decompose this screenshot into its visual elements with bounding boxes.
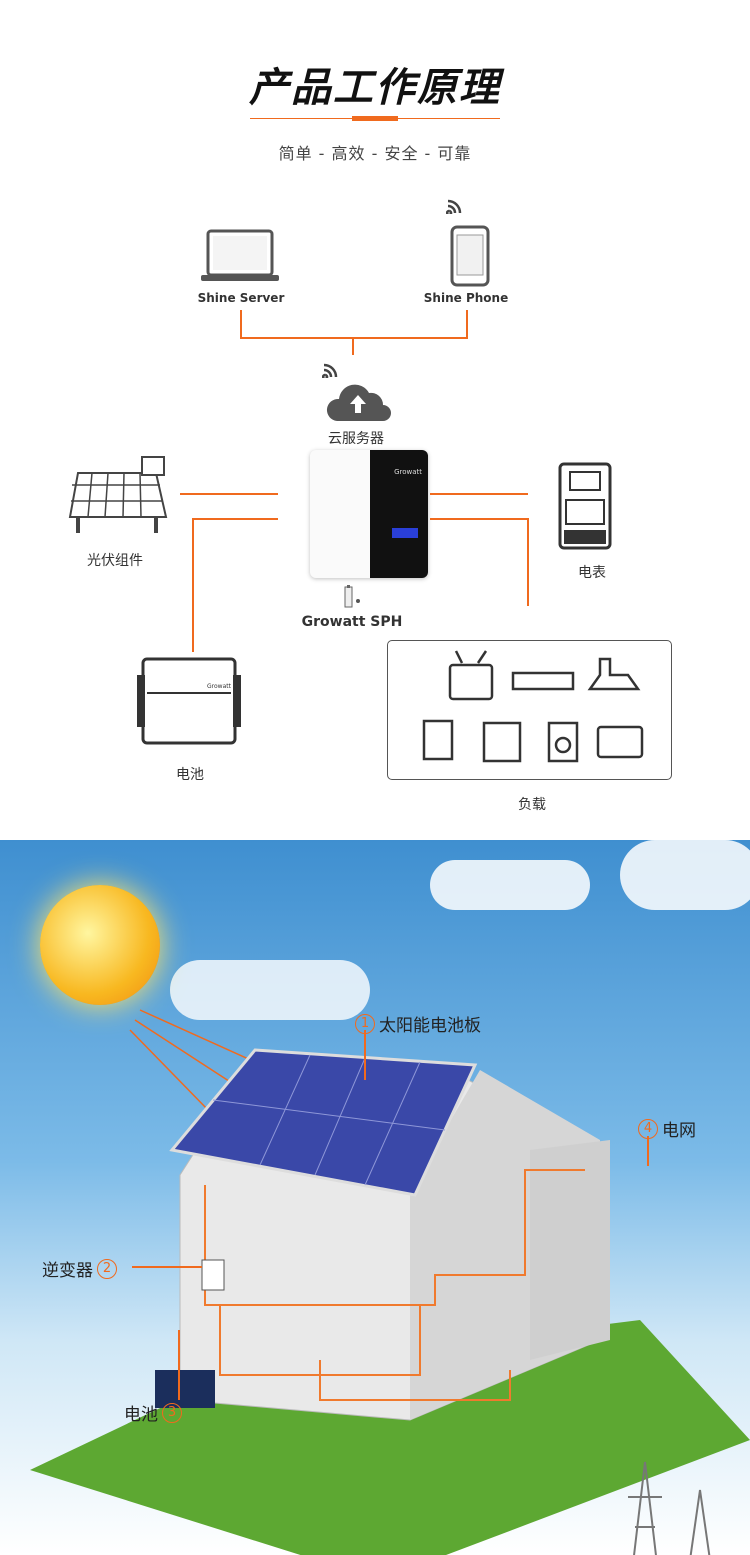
connector-line [192, 518, 194, 652]
page-subtitle: 简单 - 高效 - 安全 - 可靠 [278, 144, 472, 163]
shine-phone-label: Shine Phone [423, 291, 509, 305]
load-box [387, 640, 672, 780]
callout-line [647, 1136, 649, 1166]
title-divider-accent [352, 116, 398, 121]
wifi-icon [322, 363, 338, 378]
appliance-icons [422, 650, 644, 763]
connector-line [527, 518, 529, 606]
connector-line [430, 493, 528, 495]
battery-in-scene [155, 1370, 215, 1408]
connector-line [180, 493, 278, 495]
wifi-dongle-icon [344, 585, 360, 608]
inverter-label: Growatt SPH [301, 614, 403, 630]
battery-label: 电池 [176, 767, 204, 783]
page-title: 产品工作原理 [249, 65, 501, 111]
laptop-icon [201, 229, 279, 281]
callout-label: 逆变器 [42, 1261, 93, 1281]
pv-label: 光伏组件 [87, 553, 143, 569]
connector-line [430, 518, 528, 520]
callout-line [178, 1330, 180, 1400]
svg-text:Growatt: Growatt [207, 683, 232, 690]
cloud-upload-icon [326, 384, 391, 421]
connector-line [352, 337, 354, 355]
wifi-icon [446, 199, 462, 214]
load-label: 负载 [518, 797, 546, 813]
shine-server-label: Shine Server [197, 291, 285, 305]
inverter-brand: Growatt [394, 468, 422, 476]
connector-line [240, 310, 242, 339]
inverter-image: Growatt [310, 450, 428, 578]
callout-line [364, 1030, 366, 1080]
callout-label: 电池 [124, 1405, 158, 1425]
solar-panel-array [169, 1048, 478, 1197]
battery-icon: Growatt [137, 657, 241, 745]
connector-line [240, 337, 468, 339]
cloud-server-label: 云服务器 [328, 431, 384, 447]
callout-line [132, 1266, 202, 1268]
connector-line [466, 310, 468, 339]
inverter-in-scene [201, 1259, 225, 1291]
meter-icon [558, 462, 612, 550]
callout-label: 电网 [662, 1121, 696, 1141]
sun-icon [40, 885, 160, 1005]
meter-label: 电表 [578, 565, 606, 581]
phone-icon [450, 225, 490, 287]
callout-label: 太阳能电池板 [379, 1016, 481, 1036]
connector-line [192, 518, 278, 520]
callout-number: 3 [162, 1402, 182, 1423]
solar-panel-icon [68, 456, 168, 533]
callout-number: 2 [97, 1258, 117, 1279]
